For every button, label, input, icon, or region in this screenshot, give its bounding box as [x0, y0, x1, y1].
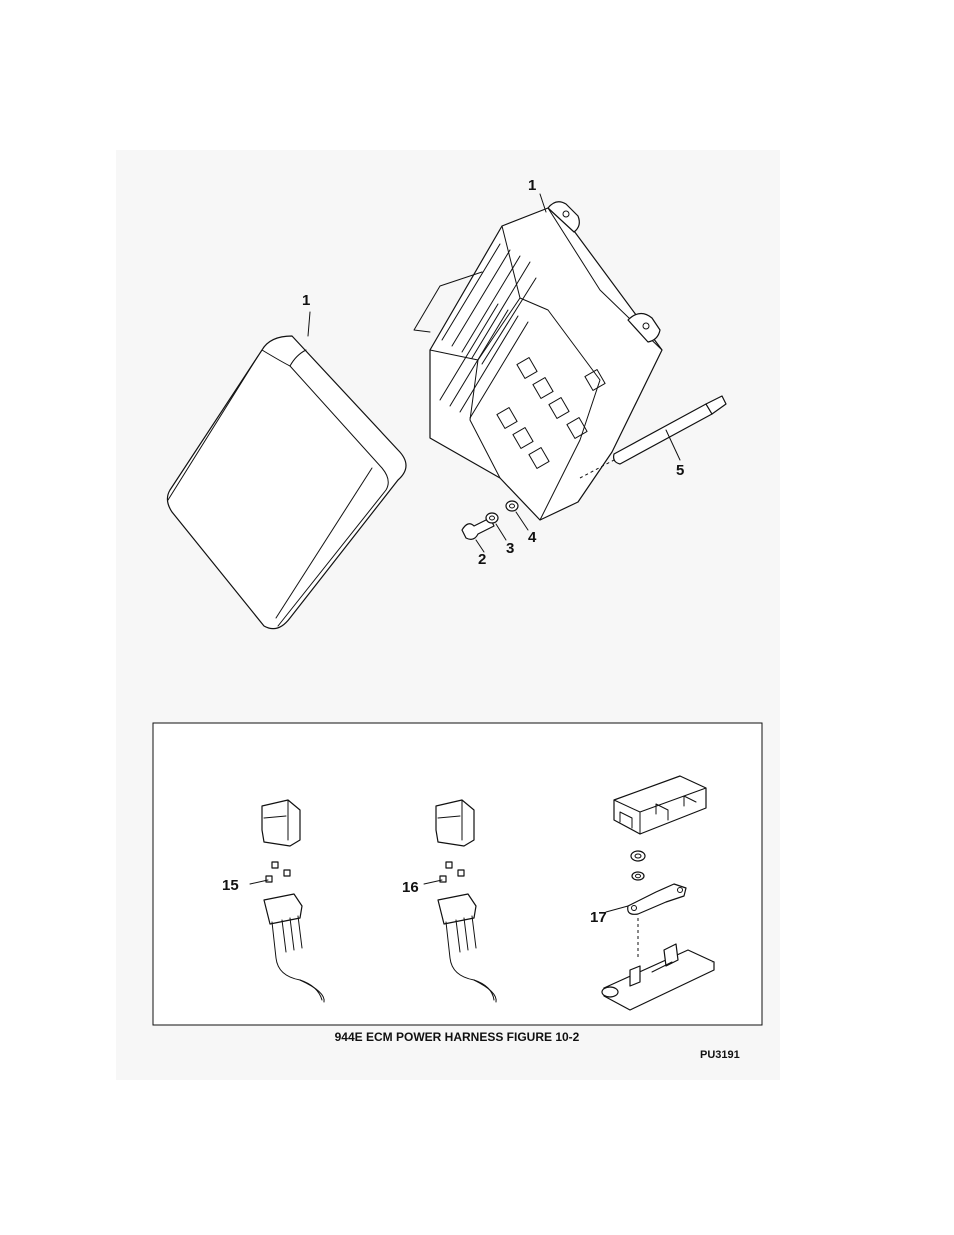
- callout-4: 4: [528, 529, 537, 546]
- lock-washer: [486, 513, 498, 523]
- callout-16: 16: [402, 879, 419, 896]
- callout-17: 17: [590, 909, 607, 926]
- ecm-cover: [167, 336, 406, 629]
- callout-5: 5: [676, 462, 684, 479]
- callout-3: 3: [506, 540, 514, 557]
- flat-washer: [506, 501, 518, 511]
- callout-15: 15: [222, 877, 239, 894]
- figure-code: PU3191: [700, 1049, 740, 1061]
- callout-1-ecm: 1: [528, 177, 536, 194]
- leader-4: [516, 512, 528, 530]
- callout-1-cover: 1: [302, 292, 310, 309]
- ecm-unit: [414, 202, 662, 520]
- callout-2: 2: [478, 551, 486, 568]
- leader-3: [496, 524, 506, 540]
- leader-1-cover: [308, 312, 310, 336]
- figure-caption: 944E ECM POWER HARNESS FIGURE 10-2: [152, 1030, 762, 1044]
- leader-1-ecm: [540, 194, 546, 212]
